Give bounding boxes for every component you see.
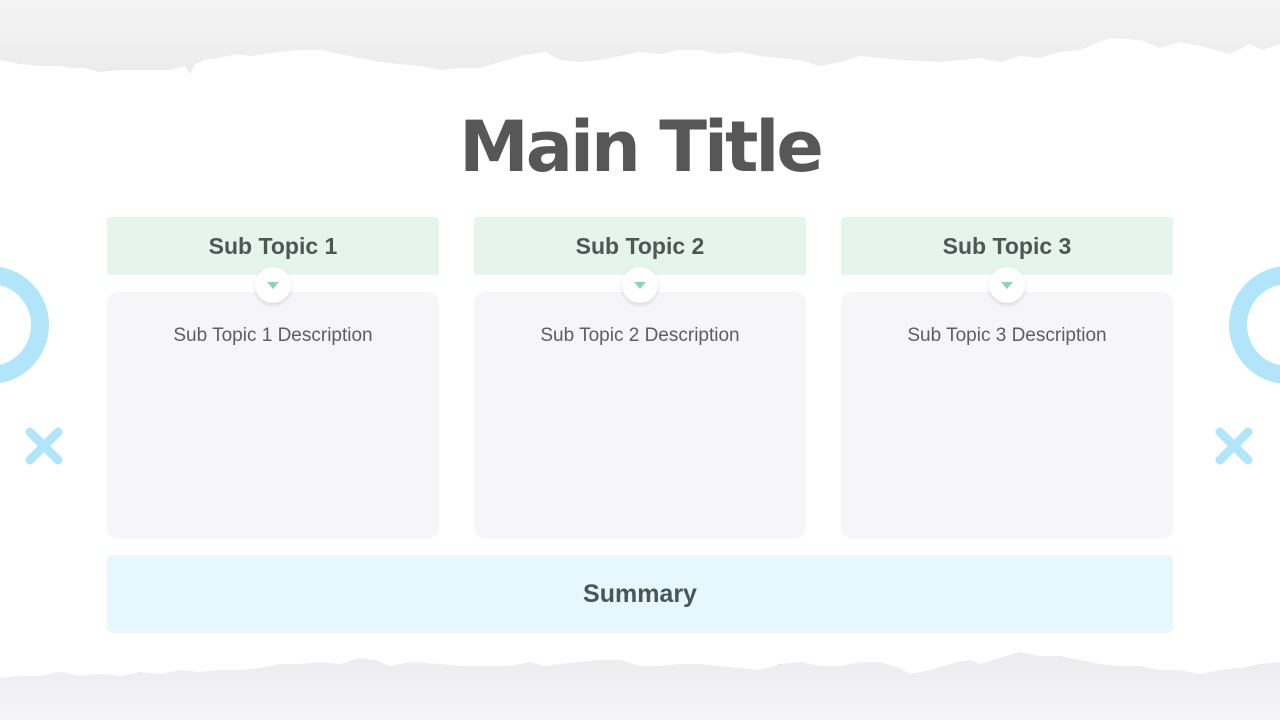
ring-icon bbox=[0, 266, 49, 384]
torn-paper-top bbox=[0, 0, 1280, 74]
main-title: Main Title bbox=[459, 106, 824, 188]
sub-topic-description: Sub Topic 3 Description bbox=[907, 325, 1107, 346]
sub-topic-column-3: Sub Topic 3 Sub Topic 3 Description bbox=[841, 217, 1173, 538]
sub-topic-description: Sub Topic 1 Description bbox=[173, 325, 373, 346]
summary-box: Summary bbox=[107, 555, 1173, 633]
sub-topic-heading: Sub Topic 3 bbox=[841, 217, 1173, 275]
triangle-down-icon bbox=[622, 267, 658, 303]
torn-paper-bottom bbox=[0, 652, 1280, 720]
triangle-down-icon bbox=[989, 267, 1025, 303]
sub-topic-column-2: Sub Topic 2 Sub Topic 2 Description bbox=[474, 217, 806, 538]
sub-topic-column-1: Sub Topic 1 Sub Topic 1 Description bbox=[107, 217, 439, 538]
sub-topic-heading: Sub Topic 2 bbox=[474, 217, 806, 275]
sub-topic-description: Sub Topic 2 Description bbox=[540, 325, 740, 346]
sub-topic-body: Sub Topic 3 Description bbox=[841, 292, 1173, 538]
sub-topic-body: Sub Topic 1 Description bbox=[107, 292, 439, 538]
x-cross-icon bbox=[25, 427, 63, 465]
ring-icon bbox=[1229, 266, 1280, 384]
sub-topic-body: Sub Topic 2 Description bbox=[474, 292, 806, 538]
x-cross-icon bbox=[1215, 427, 1253, 465]
sub-topic-heading: Sub Topic 1 bbox=[107, 217, 439, 275]
triangle-down-icon bbox=[255, 267, 291, 303]
